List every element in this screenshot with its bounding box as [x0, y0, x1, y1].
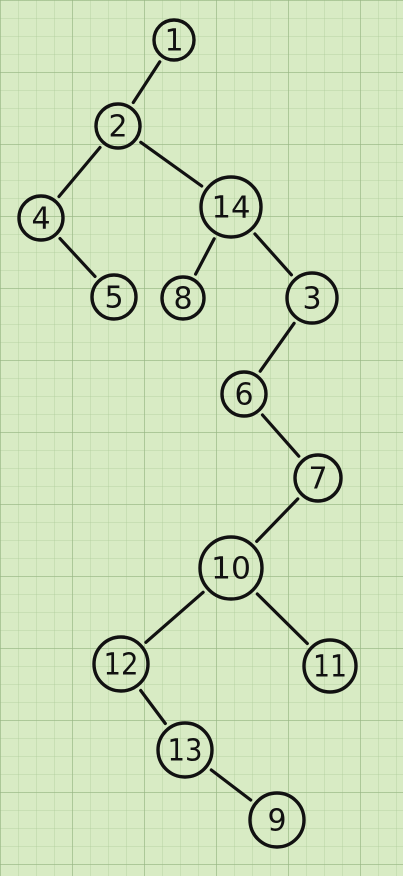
- edge-2-14: [139, 140, 204, 188]
- node-circle: [198, 535, 264, 601]
- tree-node-4: 4: [17, 194, 65, 242]
- node-label: 3: [302, 282, 321, 317]
- tree-node-6: 6: [220, 370, 268, 418]
- node-label: 9: [267, 804, 286, 839]
- node-label: 12: [104, 648, 139, 683]
- tree-node-2: 2: [94, 102, 142, 150]
- node-label: 7: [308, 462, 327, 497]
- tree-node-10: 10: [198, 535, 264, 601]
- edge-14-8: [194, 237, 216, 276]
- node-label: 11: [313, 650, 347, 685]
- node-circle: [17, 194, 65, 242]
- tree-node-9: 9: [248, 791, 306, 849]
- edge-13-9: [209, 768, 253, 802]
- node-circle: [293, 453, 343, 503]
- tree-edges: [57, 60, 309, 802]
- tree-node-13: 13: [156, 721, 214, 779]
- tree-node-12: 12: [92, 635, 150, 693]
- node-label: 2: [108, 110, 127, 145]
- node-label: 14: [212, 191, 251, 226]
- edge-7-10: [255, 497, 300, 544]
- edge-2-4: [57, 145, 102, 199]
- node-circle: [90, 273, 138, 321]
- node-label: 4: [31, 202, 50, 237]
- tree-node-14: 14: [199, 175, 263, 239]
- tree-node-8: 8: [160, 275, 206, 321]
- edge-10-11: [255, 592, 309, 646]
- tree-node-1: 1: [152, 18, 196, 62]
- node-circle: [220, 370, 268, 418]
- node-label: 13: [168, 734, 203, 769]
- node-circle: [285, 271, 339, 325]
- tree-node-5: 5: [90, 273, 138, 321]
- edge-1-2: [131, 60, 162, 105]
- node-circle: [152, 18, 196, 62]
- node-circle: [160, 275, 206, 321]
- node-circle: [94, 102, 142, 150]
- node-circle: [92, 635, 150, 693]
- node-label: 1: [164, 24, 183, 59]
- node-circle: [199, 175, 263, 239]
- edge-12-13: [139, 688, 167, 726]
- edge-6-7: [260, 413, 301, 458]
- node-label: 6: [234, 378, 253, 413]
- edge-3-6: [258, 321, 296, 373]
- tree-node-3: 3: [285, 271, 339, 325]
- node-label: 5: [104, 281, 123, 316]
- edge-4-5: [58, 237, 97, 278]
- node-circle: [302, 638, 358, 694]
- tree-node-11: 11: [302, 638, 358, 694]
- node-circle: [156, 721, 214, 779]
- edge-14-3: [253, 232, 293, 277]
- node-circle: [248, 791, 306, 849]
- tree-node-7: 7: [293, 453, 343, 503]
- node-label: 10: [211, 552, 251, 587]
- node-label: 8: [173, 282, 192, 317]
- edge-10-12: [144, 590, 205, 644]
